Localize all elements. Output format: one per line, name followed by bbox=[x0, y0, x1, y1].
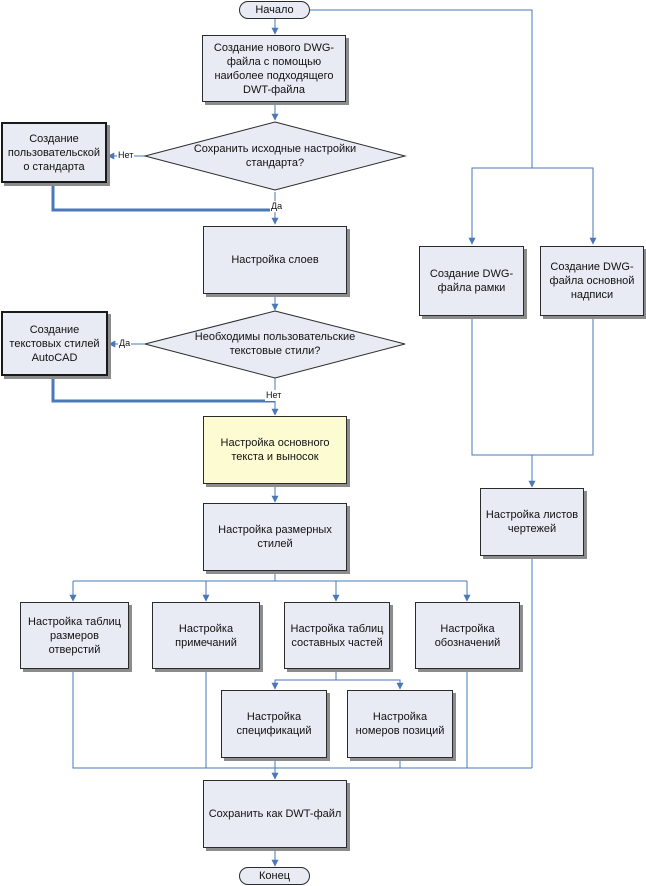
end-terminal[interactable]: Конец bbox=[239, 867, 310, 885]
drawing-sheets-text: Настройка листов чертежей bbox=[485, 509, 579, 535]
symbols-text: Настройка обозначений bbox=[434, 622, 501, 649]
layers-box[interactable]: Настройка слоев bbox=[203, 226, 347, 294]
notes-box[interactable]: Настройка примечаний bbox=[152, 602, 260, 669]
decision-text-styles bbox=[144, 310, 406, 379]
connector-to-specs bbox=[274, 679, 336, 689]
notes-text: Настройка примечаний bbox=[175, 622, 237, 649]
connector-custom-back bbox=[51, 183, 275, 212]
main-text-text: Настройка основного текста и выносок bbox=[220, 437, 330, 463]
custom-standard-text: Создание пользовательской о стандарта bbox=[7, 132, 101, 173]
create-dwg-text: Создание нового DWG-файла с помощью наиб… bbox=[213, 41, 335, 96]
create-dwg-box[interactable]: Создание нового DWG-файла с помощью наиб… bbox=[202, 35, 346, 102]
title-block-dwg-text: Создание DWG-файла основной надписи bbox=[549, 261, 635, 301]
hole-tables-box[interactable]: Настройка таблиц размеров отверстий bbox=[20, 602, 129, 669]
label-no-2: Нет bbox=[265, 390, 283, 401]
connector-dim-split bbox=[274, 571, 467, 582]
text-styles-question-text: Необходимы пользовательские текстовые ст… bbox=[194, 331, 356, 357]
label-no-1: Нет bbox=[117, 150, 135, 161]
main-text-box[interactable]: Настройка основного текста и выносок bbox=[203, 416, 347, 484]
custom-standard-box[interactable]: Создание пользовательской о стандарта bbox=[1, 122, 107, 183]
balloons-box[interactable]: Настройка номеров позиций bbox=[347, 690, 453, 758]
start-label: Начало bbox=[255, 4, 294, 16]
start-terminal[interactable]: Начало bbox=[239, 1, 310, 19]
specs-box[interactable]: Настройка спецификаций bbox=[221, 690, 327, 758]
symbols-box[interactable]: Настройка обозначений bbox=[415, 602, 520, 669]
text-styles-box[interactable]: Создание текстовых стилей AutoCAD bbox=[1, 311, 108, 376]
decision-shapes bbox=[143, 121, 407, 379]
connector-frame-merge bbox=[471, 316, 594, 456]
connector-split-title bbox=[532, 167, 597, 245]
specs-text: Настройка спецификаций bbox=[236, 711, 312, 737]
dim-styles-box[interactable]: Настройка размерных стилей bbox=[203, 503, 347, 571]
parts-tables-box[interactable]: Настройка таблиц составных частей bbox=[284, 602, 390, 669]
keep-settings-question[interactable]: Сохранить исходные настройки стандарта? bbox=[175, 140, 375, 172]
drawing-sheets-box[interactable]: Настройка листов чертежей bbox=[480, 488, 584, 556]
frame-dwg-box[interactable]: Создание DWG-файла рамки bbox=[419, 246, 524, 316]
connector-textstyles-back bbox=[51, 376, 275, 403]
hole-tables-text: Настройка таблиц размеров отверстий bbox=[28, 615, 121, 656]
frame-dwg-text: Создание DWG-файла рамки bbox=[429, 268, 514, 294]
end-label: Конец bbox=[258, 870, 291, 882]
layers-text: Настройка слоев bbox=[231, 254, 319, 266]
connectors bbox=[51, 9, 597, 867]
label-yes-2: Да bbox=[118, 338, 132, 349]
save-dwt-text: Сохранить как DWT-файл bbox=[208, 808, 342, 820]
connector-parts-split bbox=[335, 669, 404, 690]
label-yes-1: Да bbox=[270, 201, 284, 212]
title-block-dwg-box[interactable]: Создание DWG-файла основной надписи bbox=[540, 246, 644, 316]
save-dwt-box[interactable]: Сохранить как DWT-файл bbox=[203, 780, 347, 848]
text-styles-question[interactable]: Необходимы пользовательские текстовые ст… bbox=[172, 328, 378, 360]
text-styles-text: Создание текстовых стилей AutoCAD bbox=[9, 323, 100, 364]
balloons-text: Настройка номеров позиций bbox=[355, 711, 445, 737]
connector-collector bbox=[72, 669, 532, 769]
dim-styles-text: Настройка размерных стилей bbox=[218, 524, 332, 550]
parts-tables-text: Настройка таблиц составных частей bbox=[290, 622, 384, 649]
decision-keep-settings bbox=[143, 121, 407, 191]
keep-settings-question-text: Сохранить исходные настройки стандарта? bbox=[193, 143, 357, 169]
